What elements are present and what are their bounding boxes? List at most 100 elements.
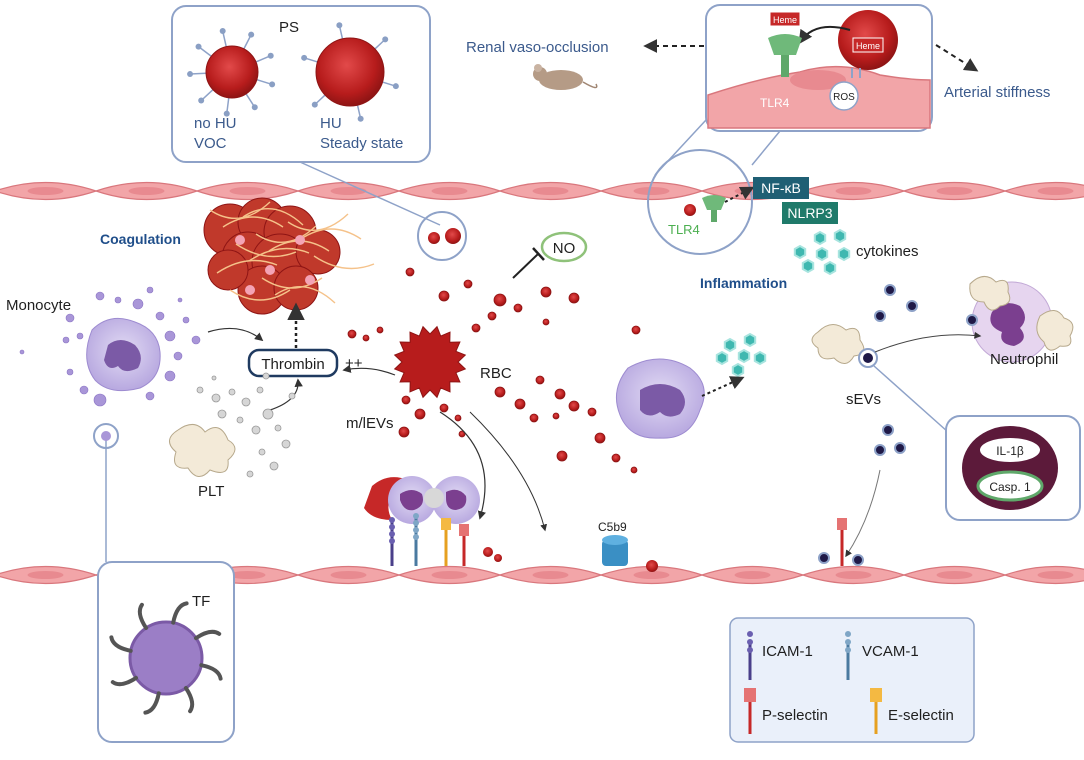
tf-label: TF bbox=[192, 593, 210, 610]
endothelial-nucleus bbox=[633, 187, 670, 195]
fibrin-strand bbox=[300, 228, 362, 240]
ps-head bbox=[311, 101, 318, 108]
rbc-dot bbox=[684, 204, 696, 216]
no-node: NO bbox=[512, 231, 588, 279]
heme-inset: Heme Heme TLR4 ROS bbox=[705, 4, 933, 132]
mouse-icon bbox=[533, 64, 598, 90]
sev-dot bbox=[874, 444, 886, 456]
neutrophil-platelet-top bbox=[969, 276, 1011, 311]
monocyte-ev bbox=[155, 311, 165, 321]
rbc-ev bbox=[568, 292, 580, 304]
icam-domain bbox=[389, 531, 395, 537]
voc-label: VOC bbox=[194, 135, 227, 152]
icam-icon bbox=[747, 631, 753, 680]
fibrin-strand bbox=[255, 225, 317, 243]
ev-dot bbox=[101, 431, 111, 441]
no-label: NO bbox=[553, 240, 576, 257]
heme-label-2: Heme bbox=[856, 41, 880, 51]
fibrin-strand bbox=[242, 208, 304, 226]
rbc-ev bbox=[552, 412, 560, 420]
platelet-ev bbox=[269, 461, 279, 471]
psel-head bbox=[459, 524, 469, 536]
tlr4-receptor-icon bbox=[702, 195, 726, 222]
rbc-ev bbox=[438, 290, 450, 302]
ps-head bbox=[248, 31, 255, 38]
platelet-ev bbox=[241, 397, 251, 407]
rbc-ev bbox=[568, 400, 580, 412]
ps-head bbox=[392, 83, 399, 90]
nlrp3-box bbox=[782, 202, 838, 224]
endothelial-nucleus bbox=[1037, 187, 1074, 195]
vcam-domain bbox=[413, 534, 419, 540]
cytokine-hex bbox=[801, 258, 815, 274]
monocyte-evs bbox=[19, 286, 201, 407]
endothelial-nucleus bbox=[431, 187, 468, 195]
coagulation-label: Coagulation bbox=[100, 231, 181, 247]
steady-state-label: Steady state bbox=[320, 135, 403, 152]
monocyte-ev bbox=[145, 391, 155, 401]
sev-dot bbox=[863, 353, 873, 363]
rbc-dot bbox=[445, 228, 461, 244]
rbc-dot bbox=[483, 547, 493, 557]
il1b-label: IL-1β bbox=[996, 444, 1024, 458]
endothelial-nucleus bbox=[936, 187, 973, 195]
rbc-ev bbox=[487, 311, 497, 321]
endothelial-nucleus bbox=[1037, 571, 1074, 579]
rbc-body bbox=[205, 45, 259, 99]
monocyte-ev bbox=[62, 336, 70, 344]
heme-label-1: Heme bbox=[773, 15, 797, 25]
vcam-domain bbox=[413, 527, 419, 533]
c5b9-label: C5b9 bbox=[598, 520, 627, 534]
platelet-ev bbox=[251, 425, 261, 435]
tf-molecule bbox=[194, 629, 222, 641]
rbc-ev bbox=[542, 318, 550, 326]
ps-head bbox=[198, 97, 205, 104]
rbc-ev bbox=[347, 329, 357, 339]
rbc-ev bbox=[554, 388, 566, 400]
tf-molecule bbox=[143, 691, 161, 715]
rbc-ev bbox=[494, 386, 506, 398]
receptors-bottom bbox=[389, 513, 847, 566]
cytokines-label: cytokines bbox=[856, 243, 919, 260]
rbc-dot bbox=[646, 560, 658, 572]
rbc-dot bbox=[494, 554, 502, 562]
rbc-echinocyte bbox=[393, 325, 467, 399]
nfkb-box bbox=[753, 177, 809, 199]
ps-rbc-hu bbox=[301, 22, 399, 122]
monocyte-ev bbox=[164, 330, 176, 342]
psel-head bbox=[837, 518, 847, 530]
nlrp3-label: NLRP3 bbox=[787, 205, 832, 221]
endothelial-nucleus bbox=[936, 571, 973, 579]
platelet-cell bbox=[169, 424, 236, 477]
fibrin-strand bbox=[274, 286, 336, 304]
cytokine-hex bbox=[813, 230, 827, 246]
sevs-group bbox=[818, 284, 978, 566]
endothelial-nucleus bbox=[330, 571, 367, 579]
tlr4-label: TLR4 bbox=[668, 222, 700, 237]
sev-dot bbox=[874, 310, 886, 322]
casp1-label: Casp. 1 bbox=[989, 480, 1031, 494]
rbc-ev bbox=[376, 326, 384, 334]
fibrin-strand bbox=[216, 259, 278, 274]
ps-head bbox=[187, 71, 194, 78]
endothelial-nucleus bbox=[229, 187, 266, 195]
legend-icam: ICAM-1 bbox=[762, 643, 813, 660]
platelet-ev bbox=[217, 409, 227, 419]
rbc-ev bbox=[556, 450, 568, 462]
renal-label: Renal vaso-occlusion bbox=[466, 39, 609, 56]
p-selectin-icon bbox=[744, 688, 756, 734]
tlr4-receptor-icon bbox=[768, 34, 802, 77]
ps-inset: PS no HU VOC HU Steady state bbox=[171, 5, 441, 226]
cytokine-hex bbox=[723, 337, 737, 353]
endothelial-nucleus bbox=[734, 571, 771, 579]
ros-label: ROS bbox=[833, 92, 855, 103]
platelet-ev bbox=[274, 424, 282, 432]
cytokine-hex bbox=[743, 332, 757, 348]
endothelial-nucleus bbox=[835, 187, 872, 195]
ps-head bbox=[301, 54, 308, 61]
sev-dot bbox=[818, 552, 830, 564]
ps-rbc-no-hu bbox=[187, 28, 276, 117]
rbc-ev bbox=[439, 403, 449, 413]
platelet-in-clot bbox=[235, 235, 245, 245]
sev-dot bbox=[884, 284, 896, 296]
